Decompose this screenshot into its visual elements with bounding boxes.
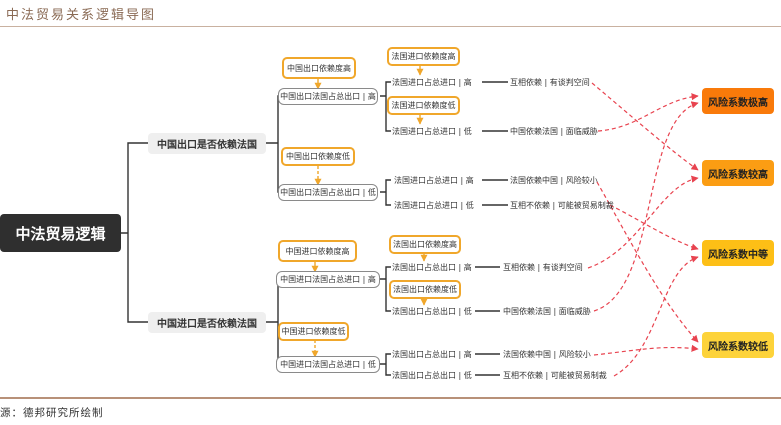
risk-connector: [613, 255, 699, 377]
risk-high: 风险系数较高: [702, 160, 774, 186]
leaf-node: 法国出口占总出口 | 低: [392, 370, 472, 380]
sub-node: 中国出口法国占总出口 | 高: [278, 88, 378, 105]
footer-divider: [0, 397, 781, 399]
result-text: 法国依赖中国 | 风险较小: [510, 175, 598, 185]
risk-connector: [587, 175, 699, 269]
result-text: 互相依赖 | 有谈判空间: [503, 262, 583, 272]
sub4-connector: [380, 353, 391, 376]
result-text: 法国依赖中国 | 风险较小: [503, 349, 591, 359]
figure-title: 中法贸易关系逻辑导图: [6, 8, 157, 23]
risk-connector: [597, 93, 699, 132]
root-connector: [121, 142, 148, 323]
branch2-connector: [266, 278, 282, 365]
result-text: 互相不依赖 | 可能被贸易制裁: [510, 200, 614, 210]
condition-box: 中国出口依赖度低: [281, 147, 355, 166]
root-node: 中法贸易逻辑: [0, 214, 121, 252]
leaf-node: 法国出口占总出口 | 低: [392, 306, 472, 316]
risk-low: 风险系数较低: [702, 332, 774, 358]
condition-box: 中国进口依赖度低: [278, 322, 349, 341]
leaf-node: 法国出口占总出口 | 高: [392, 262, 472, 272]
title-divider: [0, 26, 781, 27]
risk-medium: 风险系数中等: [702, 240, 774, 266]
result-text: 互相依赖 | 有谈判空间: [510, 77, 590, 87]
condition-box: 中国进口依赖度高: [278, 240, 357, 262]
condition-box: 法国进口依赖度低: [387, 96, 460, 115]
condition-box: 法国出口依赖度低: [389, 280, 461, 299]
condition-box: 中国出口依赖度高: [282, 57, 356, 79]
condition-box: 法国出口依赖度高: [389, 235, 461, 254]
result-text: 中国依赖法国 | 面临威胁: [503, 306, 591, 316]
sub-node: 中国进口法国占总进口 | 高: [276, 271, 380, 288]
risk-connector: [596, 181, 699, 343]
risk-connector: [593, 344, 699, 356]
risk-connector: [591, 82, 699, 171]
sub-node: 中国出口法国占总出口 | 低: [278, 184, 378, 201]
branch1-connector: [266, 95, 282, 193]
risk-connector: [609, 204, 699, 251]
risk-very-high: 风险系数极高: [702, 88, 774, 114]
branch-export-dependency: 中国出口是否依赖法国: [148, 133, 266, 154]
leaf-node: 法国出口占总出口 | 高: [392, 349, 472, 359]
condition-box: 法国进口依赖度高: [387, 47, 460, 66]
result-text: 中国依赖法国 | 面临威胁: [510, 126, 598, 136]
sub-node: 中国进口法国占总进口 | 低: [276, 356, 380, 373]
result-text: 互相不依赖 | 可能被贸易制裁: [503, 370, 607, 380]
sub1-connector: [380, 81, 391, 132]
source-note: 源：德邦研究所绘制: [0, 407, 104, 419]
leaf-node: 法国进口占总进口 | 低: [392, 126, 472, 136]
risk-connector: [593, 101, 699, 312]
leaf-node: 法国进口占总进口 | 低: [394, 200, 474, 210]
sub2-connector: [380, 179, 391, 206]
leaf-node: 法国进口占总进口 | 高: [392, 77, 472, 87]
sub3-connector: [380, 266, 391, 312]
leaf-node: 法国进口占总进口 | 高: [394, 175, 474, 185]
branch-import-dependency: 中国进口是否依赖法国: [148, 312, 266, 333]
